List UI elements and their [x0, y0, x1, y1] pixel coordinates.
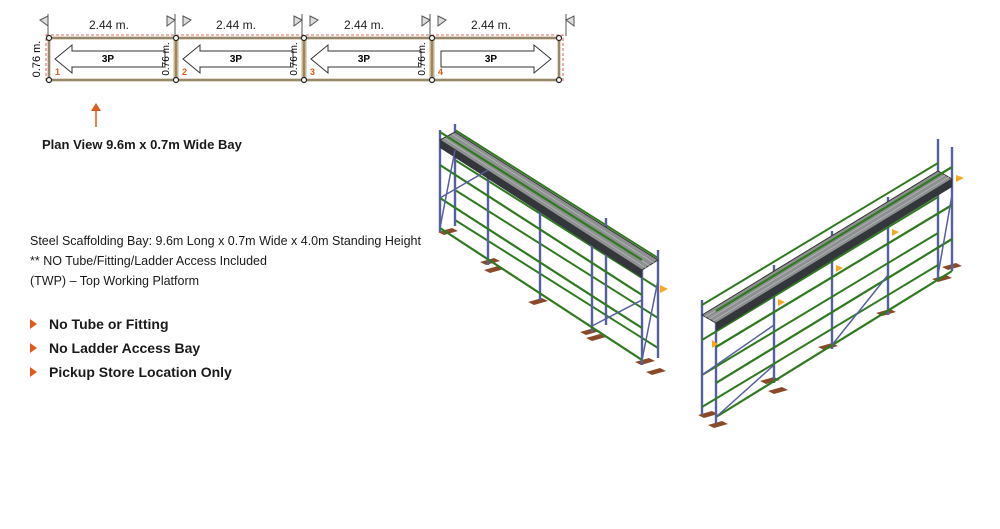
- feature-item: Pickup Store Location Only: [30, 360, 232, 384]
- bay-number-3: 3: [310, 67, 315, 77]
- braces: [439, 149, 659, 361]
- bay-length-label-2: 2.44 m.: [216, 18, 256, 32]
- braces: [701, 194, 953, 418]
- ledgers-front: [715, 166, 953, 418]
- plan-pointer-arrow: [91, 103, 101, 127]
- scaffold-isometric-right: [698, 139, 964, 428]
- divider-label-1: 0.76 m.: [161, 42, 172, 75]
- ledgers-front: [439, 131, 643, 361]
- clips: [660, 285, 668, 293]
- bullet-arrow-icon: [30, 319, 37, 329]
- feature-label: No Tube or Fitting: [49, 316, 169, 332]
- description-block: Steel Scaffolding Bay: 9.6m Long x 0.7m …: [30, 231, 421, 291]
- bay-width-label: 0.76 m.: [31, 41, 43, 78]
- bay-number-1: 1: [55, 67, 60, 77]
- plan-view-caption: Plan View 9.6m x 0.7m Wide Bay: [42, 137, 242, 152]
- ledgers-back: [701, 162, 939, 408]
- feature-label: Pickup Store Location Only: [49, 364, 232, 380]
- plan-arrows: [54, 43, 552, 75]
- bullet-arrow-icon: [30, 343, 37, 353]
- plan-nodes: [45, 34, 563, 84]
- scaffold-isometric-left: [438, 124, 668, 375]
- feature-item: No Tube or Fitting: [30, 312, 232, 336]
- feature-label: No Ladder Access Bay: [49, 340, 201, 356]
- description-line-1: Steel Scaffolding Bay: 9.6m Long x 0.7m …: [30, 234, 421, 248]
- divider-label-2: 0.76 m.: [289, 42, 300, 75]
- arrow-label-1: 3P: [102, 54, 115, 65]
- feature-list: No Tube or Fitting No Ladder Access Bay …: [30, 312, 232, 384]
- bullet-arrow-icon: [30, 367, 37, 377]
- arrow-label-3: 3P: [358, 54, 371, 65]
- feature-item: No Ladder Access Bay: [30, 336, 232, 360]
- arrow-label-2: 3P: [230, 54, 243, 65]
- dimension-flags: [39, 14, 575, 36]
- plan-view: 2.44 m. 2.44 m. 2.44 m. 2.44 m. 3P 3P 3P…: [31, 14, 575, 127]
- bay-length-label-3: 2.44 m.: [344, 18, 384, 32]
- bay-length-label-4: 2.44 m.: [471, 18, 511, 32]
- description-line-3: (TWP) – Top Working Platform: [30, 274, 200, 288]
- arrow-label-4: 3P: [485, 54, 498, 65]
- bay-number-2: 2: [182, 67, 187, 77]
- bay-number-4: 4: [438, 67, 443, 77]
- bay-length-label-1: 2.44 m.: [89, 18, 129, 32]
- description-line-2: ** NO Tube/Fitting/Ladder Access Include…: [30, 254, 267, 268]
- divider-label-3: 0.76 m.: [417, 42, 428, 75]
- clips: [712, 175, 964, 348]
